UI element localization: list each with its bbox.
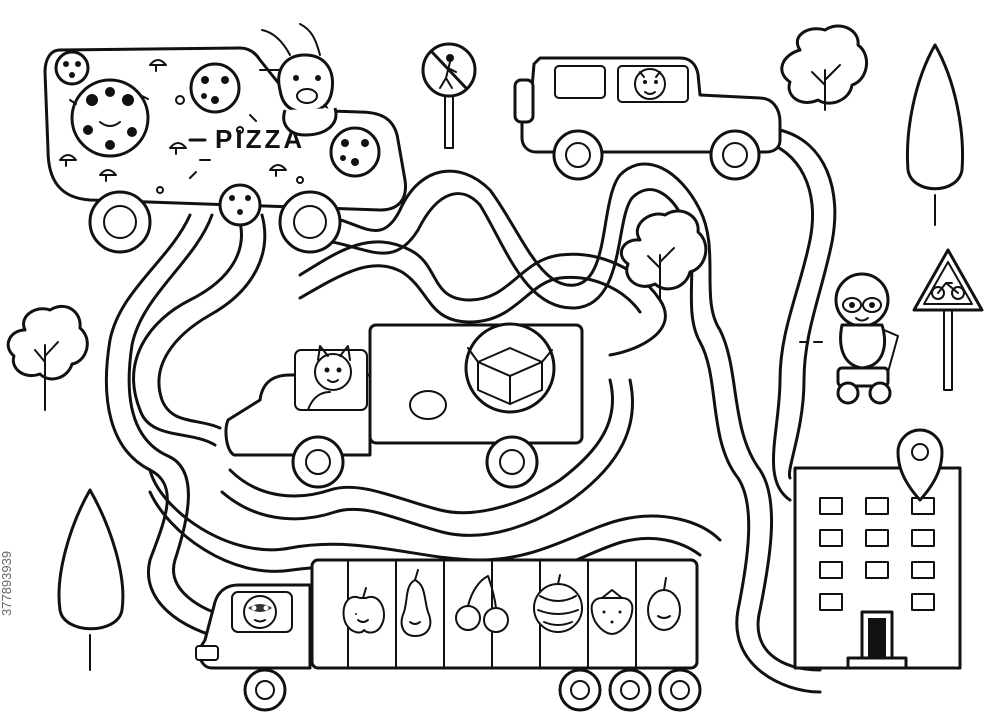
sloth-on-segway (799, 272, 899, 405)
location-pin-icon (896, 428, 944, 502)
pizza-icon (54, 50, 90, 86)
pizza-icon (70, 78, 150, 158)
maze-path-top (298, 128, 837, 694)
raccoon-driver (243, 595, 277, 629)
maze-path-left (104, 213, 267, 642)
tree-round-center (619, 209, 708, 301)
apple-icon (342, 587, 385, 634)
tree-round-left (6, 304, 89, 411)
jeep-window (554, 65, 606, 99)
mushroom-icons (59, 59, 304, 194)
pizza-icon (329, 126, 381, 178)
cat-driver (307, 345, 352, 411)
pizza-icon (218, 183, 262, 227)
lemon-icon (647, 577, 681, 631)
stock-id-watermark: 377893939 (0, 550, 14, 616)
building-windows (819, 497, 935, 611)
box-icon (467, 347, 553, 405)
jeep-spare-wheel (513, 78, 535, 124)
tree-tall-top-right (906, 43, 964, 226)
pear-icon (400, 569, 432, 637)
antelope-driver (261, 23, 338, 137)
bicycle-sign (912, 248, 984, 391)
jeep (513, 56, 782, 181)
pizza-van: PIZZA (43, 23, 408, 254)
pizza-icon (189, 62, 241, 114)
tree-round-top-right (780, 24, 868, 111)
cherries-icon (455, 575, 509, 633)
no-pedestrians-sign (421, 42, 477, 149)
destination-building (793, 428, 962, 670)
tiger-driver (634, 68, 666, 100)
delivery-truck (224, 322, 584, 489)
strawberry-icon (590, 589, 634, 635)
tree-tall-bottom-left (57, 488, 125, 671)
fruit-truck (195, 558, 702, 712)
watermelon-icon (533, 574, 583, 633)
